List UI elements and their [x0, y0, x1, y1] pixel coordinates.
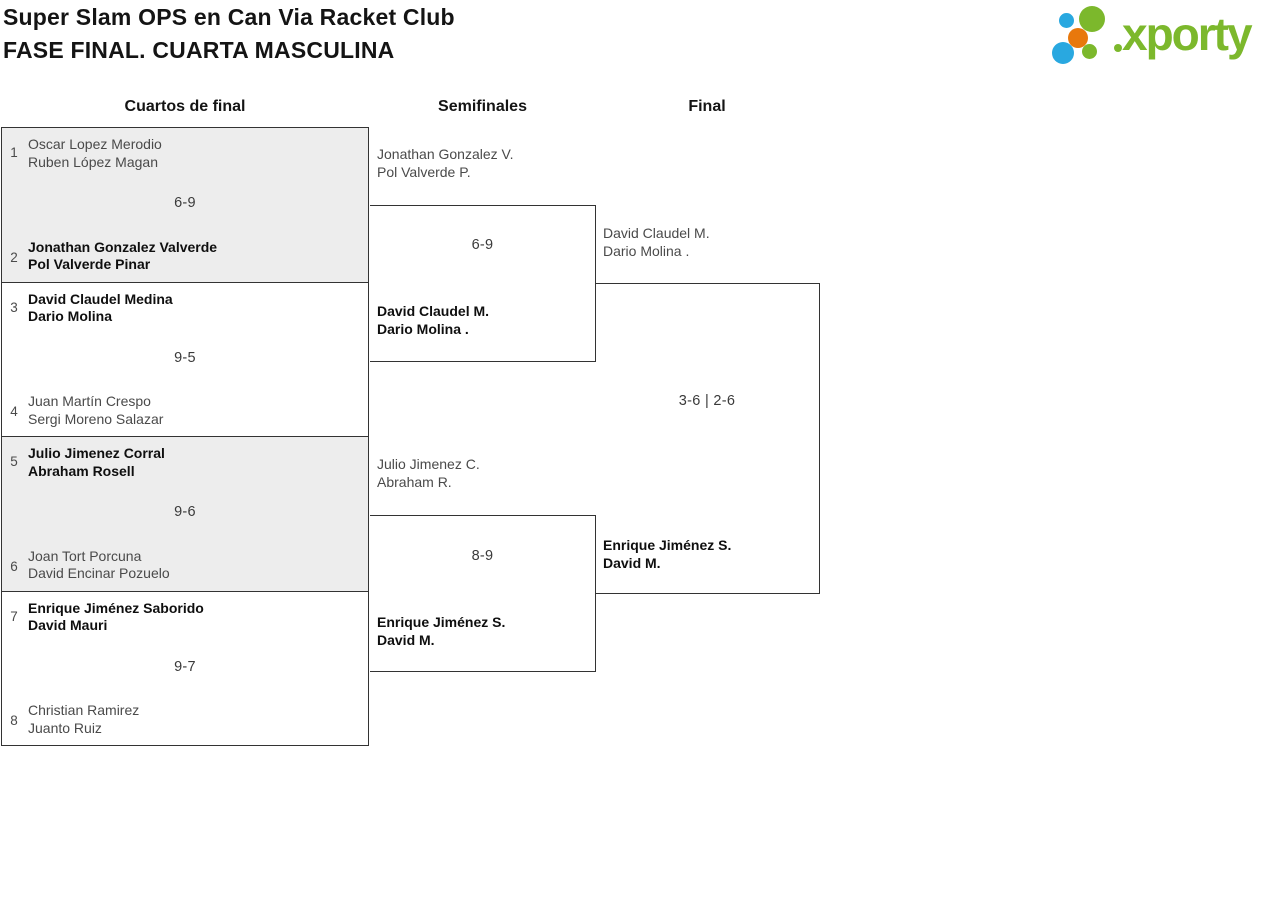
- player-name: David Claudel M.: [377, 303, 490, 319]
- team-names: Joan Tort Porcuna David Encinar Pozuelo: [28, 548, 170, 583]
- page-title: Super Slam OPS en Can Via Racket Club FA…: [3, 1, 455, 67]
- match-score: 6-9: [174, 195, 196, 211]
- team-names: Jonathan Gonzalez V. Pol Valverde P.: [377, 146, 513, 181]
- player-name: Enrique Jiménez S.: [377, 614, 506, 630]
- match-score: 6-9: [471, 237, 494, 253]
- team-names: Julio Jimenez Corral Abraham Rosell: [28, 445, 165, 480]
- player-name: Pol Valverde P.: [377, 163, 471, 180]
- player-name: Enrique Jiménez S.: [603, 537, 732, 553]
- match-score: 9-7: [174, 658, 196, 675]
- team-names: David Claudel M. Dario Molina .: [377, 303, 489, 338]
- player-name: Ruben López Magan: [28, 153, 158, 170]
- phase-title: FASE FINAL. CUARTA MASCULINA: [3, 37, 395, 63]
- match-score: 8-9: [471, 548, 494, 564]
- player-name: Abraham R.: [377, 473, 452, 490]
- player-name: David M.: [603, 554, 661, 571]
- quarterfinals-column: 1 Oscar Lopez Merodio Ruben López Magan …: [1, 127, 369, 746]
- logo-dot-green-tiny: [1114, 44, 1122, 52]
- player-name: Dario Molina .: [603, 242, 690, 259]
- team-names: Christian Ramirez Juanto Ruiz: [28, 702, 139, 737]
- tournament-title: Super Slam OPS en Can Via Racket Club: [3, 4, 455, 30]
- player-name: David M.: [377, 631, 435, 648]
- team-names: Oscar Lopez Merodio Ruben López Magan: [28, 136, 162, 171]
- seed-number: 6: [10, 558, 18, 574]
- seed-number: 7: [10, 608, 18, 624]
- team-names: David Claudel M. Dario Molina .: [603, 225, 710, 260]
- player-name: Pol Valverde Pinar: [28, 256, 151, 272]
- team-names: Enrique Jiménez Saborido David Mauri: [28, 600, 204, 635]
- final-match-box: [595, 283, 820, 594]
- player-name: David Encinar Pozuelo: [28, 565, 170, 581]
- logo-dot-green-big: [1079, 6, 1105, 32]
- sf-match-1-box: [370, 205, 596, 362]
- round-header-cuartos: Cuartos de final: [124, 98, 246, 115]
- seed-number: 1: [10, 145, 18, 160]
- player-name: Juan Martín Crespo: [28, 393, 151, 409]
- seed-number: 8: [10, 713, 18, 728]
- team-names: Enrique Jiménez S. David M.: [377, 614, 505, 649]
- player-name: Dario Molina: [28, 308, 113, 324]
- player-name: David Claudel M.: [603, 225, 710, 241]
- player-name: Enrique Jiménez Saborido: [28, 599, 204, 616]
- player-name: Dario Molina .: [377, 320, 469, 337]
- player-name: Julio Jimenez Corral: [28, 445, 165, 461]
- qf-match-4: 7 Enrique Jiménez Saborido David Mauri 9…: [2, 590, 368, 745]
- team-names: David Claudel Medina Dario Molina: [28, 291, 173, 326]
- player-name: Julio Jimenez C.: [377, 456, 480, 472]
- team-names: Enrique Jiménez S. David M.: [603, 537, 731, 572]
- seed-number: 5: [10, 454, 18, 469]
- qf-match-1: 1 Oscar Lopez Merodio Ruben López Magan …: [2, 128, 368, 282]
- logo-dot-blue-big: [1052, 42, 1074, 64]
- team-names: Jonathan Gonzalez Valverde Pol Valverde …: [28, 239, 217, 274]
- logo-dot-green-small: [1082, 44, 1097, 59]
- player-name: David Claudel Medina: [28, 290, 173, 307]
- player-name: Joan Tort Porcuna: [28, 547, 142, 564]
- seed-number: 3: [10, 299, 18, 315]
- player-name: Christian Ramirez: [28, 702, 140, 718]
- match-score: 9-5: [174, 349, 196, 366]
- player-name: Abraham Rosell: [28, 462, 135, 479]
- round-header-semifinales: Semifinales: [438, 98, 527, 115]
- qf-match-3: 5 Julio Jimenez Corral Abraham Rosell 9-…: [2, 436, 368, 591]
- player-name: Oscar Lopez Merodio: [28, 136, 162, 152]
- round-header-final: Final: [688, 98, 726, 115]
- team-names: Julio Jimenez C. Abraham R.: [377, 456, 480, 491]
- xporty-logo[interactable]: xporty: [1045, 0, 1277, 70]
- player-name: Juanto Ruiz: [28, 719, 102, 736]
- team-names: Juan Martín Crespo Sergi Moreno Salazar: [28, 393, 163, 428]
- player-name: David Mauri: [28, 617, 108, 633]
- qf-match-2: 3 David Claudel Medina Dario Molina 9-5 …: [2, 281, 368, 436]
- player-name: Jonathan Gonzalez Valverde: [28, 238, 218, 255]
- match-score: 3-6 | 2-6: [678, 393, 736, 409]
- seed-number: 2: [10, 249, 18, 265]
- seed-number: 4: [10, 404, 18, 419]
- match-score: 9-6: [174, 504, 196, 520]
- logo-dot-orange: [1068, 28, 1088, 48]
- logo-wordmark: xporty: [1122, 8, 1253, 60]
- player-name: Jonathan Gonzalez V.: [377, 146, 514, 162]
- logo-dot-blue-small: [1059, 13, 1074, 28]
- player-name: Sergi Moreno Salazar: [28, 410, 164, 427]
